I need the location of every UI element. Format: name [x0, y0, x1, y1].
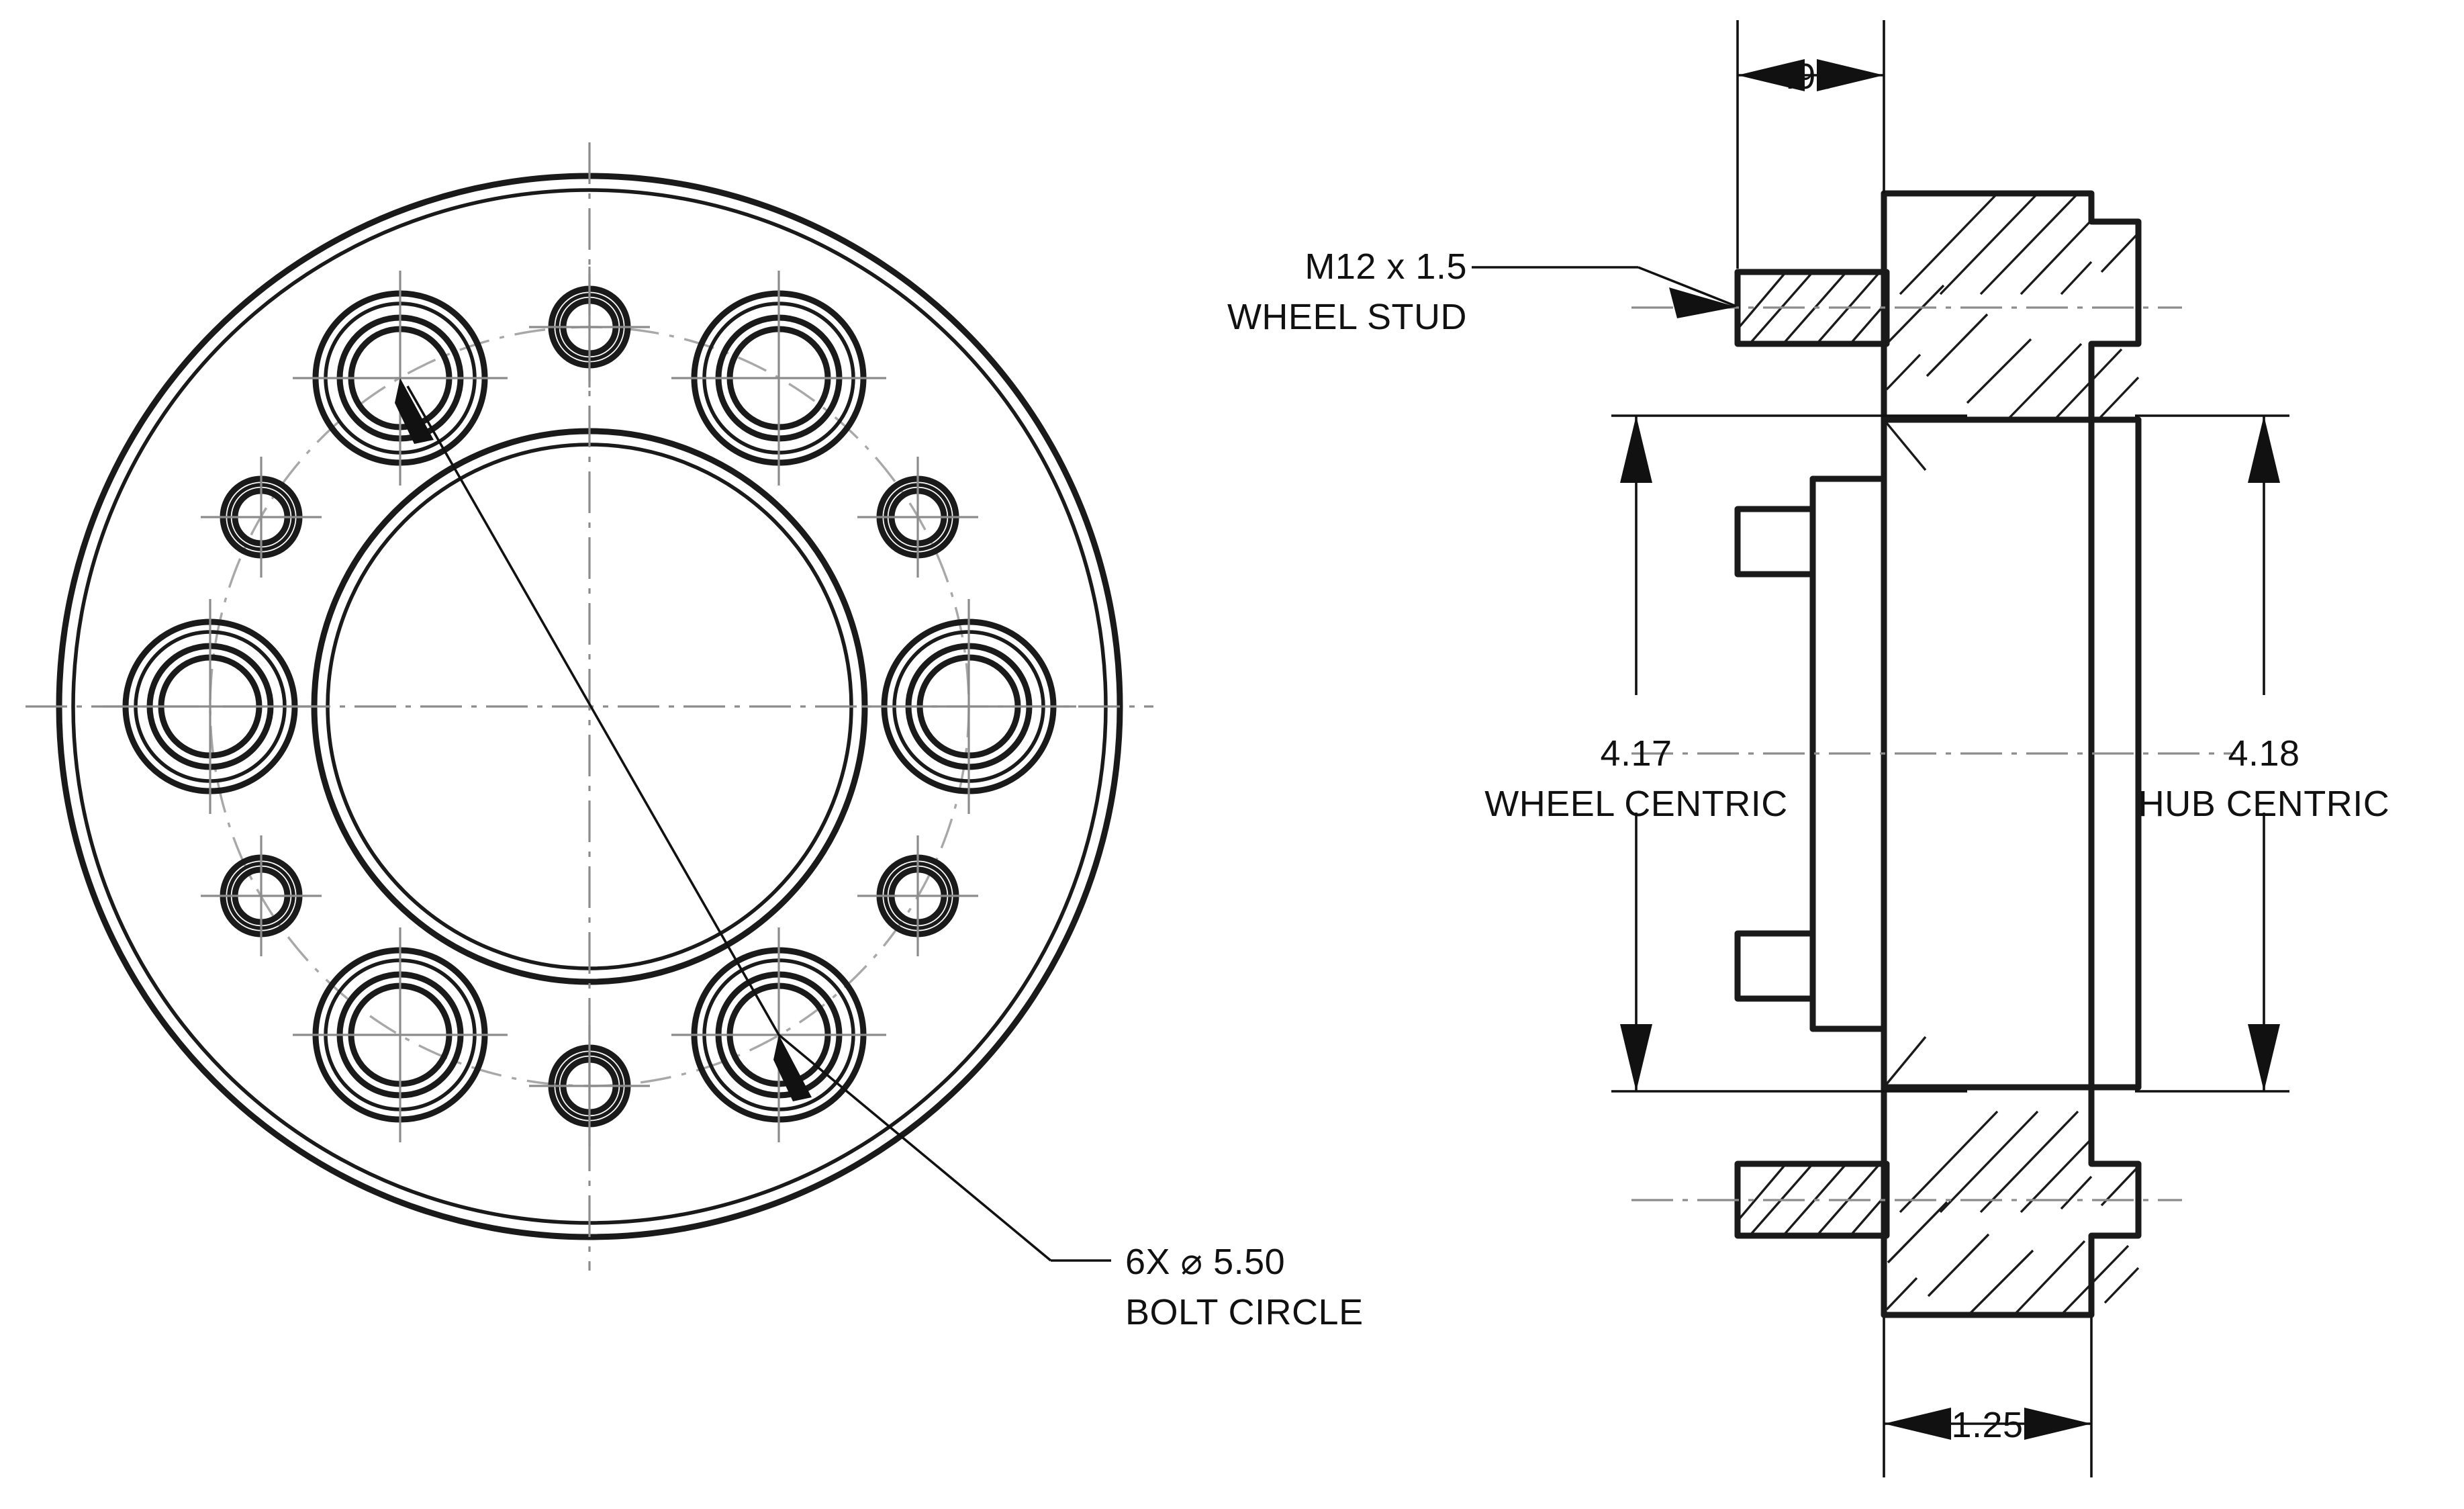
small-hole [201, 457, 322, 578]
dimension-thickness-bottom-value: 1.25 [1951, 1405, 2023, 1445]
dimension-hub-centric-value: 4.18 [2228, 733, 2300, 774]
dimension-thickness-top: .90 [1736, 20, 1885, 269]
bolt-hole-large [671, 927, 886, 1142]
body-hatching-lower [1885, 1110, 2140, 1316]
wheel-stud-note-line2: WHEEL STUD [1227, 297, 1467, 337]
small-hole [857, 457, 978, 578]
dimension-wheel-centric: 4.17 WHEEL CENTRIC [1484, 414, 1967, 1093]
dimension-hub-centric: 4.18 HUB CENTRIC [2135, 414, 2390, 1093]
hub-body-lower [1881, 1084, 2142, 1318]
dimension-thickness-top-value: .90 [1785, 56, 1837, 97]
bolt-hole-large [671, 271, 886, 486]
body-hatching-upper [1885, 192, 2140, 421]
wheel-stud-middle-lower [1734, 930, 1816, 1002]
dimension-thickness-bottom: 1.25 [1883, 1318, 2093, 1477]
dimension-hub-centric-label: HUB CENTRIC [2138, 784, 2390, 824]
wheel-stud-middle-upper [1734, 506, 1816, 578]
small-hole [857, 835, 978, 956]
bolt-hole-large [293, 271, 508, 486]
small-hole [201, 835, 322, 956]
bolt-circle-leader [395, 378, 1111, 1262]
small-hole [529, 267, 650, 387]
bolt-circle-note-line2: BOLT CIRCLE [1125, 1292, 1364, 1332]
wheel-stud-leader [1472, 266, 1737, 318]
bolt-hole-large [103, 599, 318, 814]
section-centerlines [1631, 306, 2236, 1201]
bolt-circle-note-line1: 6X ⌀ 5.50 [1125, 1242, 1285, 1282]
front-view: 6X ⌀ 5.50 BOLT CIRCLE [26, 142, 1364, 1332]
bolt-hole-large [861, 599, 1076, 814]
wheel-stud-note-line1: M12 x 1.5 [1305, 246, 1467, 287]
side-section-view [1631, 190, 2236, 1318]
small-hole [529, 1025, 650, 1146]
dimension-wheel-centric-value: 4.17 [1600, 733, 1672, 774]
bolt-hole-large [293, 927, 508, 1142]
dimension-wheel-centric-label: WHEEL CENTRIC [1484, 784, 1788, 824]
